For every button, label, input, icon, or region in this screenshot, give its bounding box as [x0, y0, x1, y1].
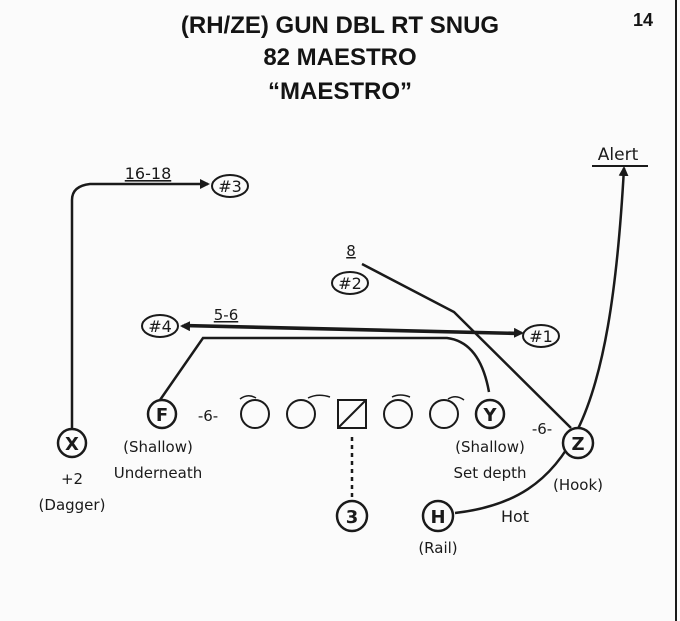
- left-guard: [286, 399, 316, 429]
- player-x: X: [56, 427, 88, 459]
- play-name: “MAESTRO”: [268, 78, 412, 105]
- read-4-badge: #4: [141, 314, 179, 338]
- page-border: [675, 0, 677, 621]
- read-2-label: #2: [338, 274, 362, 293]
- z-route-depth: 8: [346, 242, 356, 260]
- z-route-note: (Hook): [553, 476, 603, 494]
- player-z: Z: [561, 426, 595, 460]
- y-detail-note: Set depth: [453, 464, 526, 482]
- right-guard: [383, 399, 413, 429]
- center-box: [337, 399, 367, 429]
- read-4-label: #4: [148, 317, 172, 336]
- read-1-badge: #1: [522, 324, 560, 348]
- player-x-label: X: [65, 434, 79, 455]
- y-route-note: (Shallow): [455, 438, 525, 456]
- player-f-label: F: [156, 405, 168, 426]
- f-route-note: (Shallow): [123, 438, 193, 456]
- f-detail-note: Underneath: [114, 464, 202, 482]
- lineman-mark-1: [239, 395, 257, 400]
- player-f: F: [146, 398, 178, 430]
- read-2-badge: #2: [331, 271, 369, 295]
- h-detail-note: Hot: [501, 507, 529, 526]
- alert-label: Alert: [598, 145, 639, 165]
- play-title: 82 MAESTRO: [263, 44, 417, 71]
- y-split: -6-: [532, 420, 552, 438]
- read-1-label: #1: [529, 327, 553, 346]
- lineman-mark-4: [447, 396, 465, 401]
- player-y: Y: [474, 398, 506, 430]
- quarterback-label: 3: [346, 507, 359, 528]
- f-route-depth: 5-6: [214, 306, 239, 324]
- read-3-badge: #3: [211, 174, 249, 198]
- x-route-note: (Dagger): [39, 496, 106, 514]
- x-route-line: [70, 179, 210, 428]
- player-h-label: H: [430, 507, 445, 528]
- right-tackle: [429, 399, 459, 429]
- z-route-line: [361, 262, 572, 429]
- left-tackle: [240, 399, 270, 429]
- player-h: H: [421, 499, 455, 533]
- formation-title: (RH/ZE) GUN DBL RT SNUG: [180, 12, 500, 39]
- x-stem-note: +2: [61, 470, 83, 488]
- page-number: 14: [633, 10, 654, 30]
- player-z-label: Z: [571, 434, 584, 455]
- read-3-label: #3: [218, 177, 242, 196]
- lineman-mark-3: [391, 394, 411, 398]
- x-route-depth: 16-18: [125, 164, 172, 183]
- f-split: -6-: [198, 407, 218, 425]
- under-route-line: [180, 321, 519, 336]
- f-route-line: [158, 336, 491, 401]
- quarterback: 3: [335, 499, 369, 533]
- center-slash: [337, 399, 367, 429]
- player-y-label: Y: [482, 405, 497, 426]
- lineman-mark-2: [307, 394, 331, 399]
- h-route-note: (Rail): [418, 539, 457, 557]
